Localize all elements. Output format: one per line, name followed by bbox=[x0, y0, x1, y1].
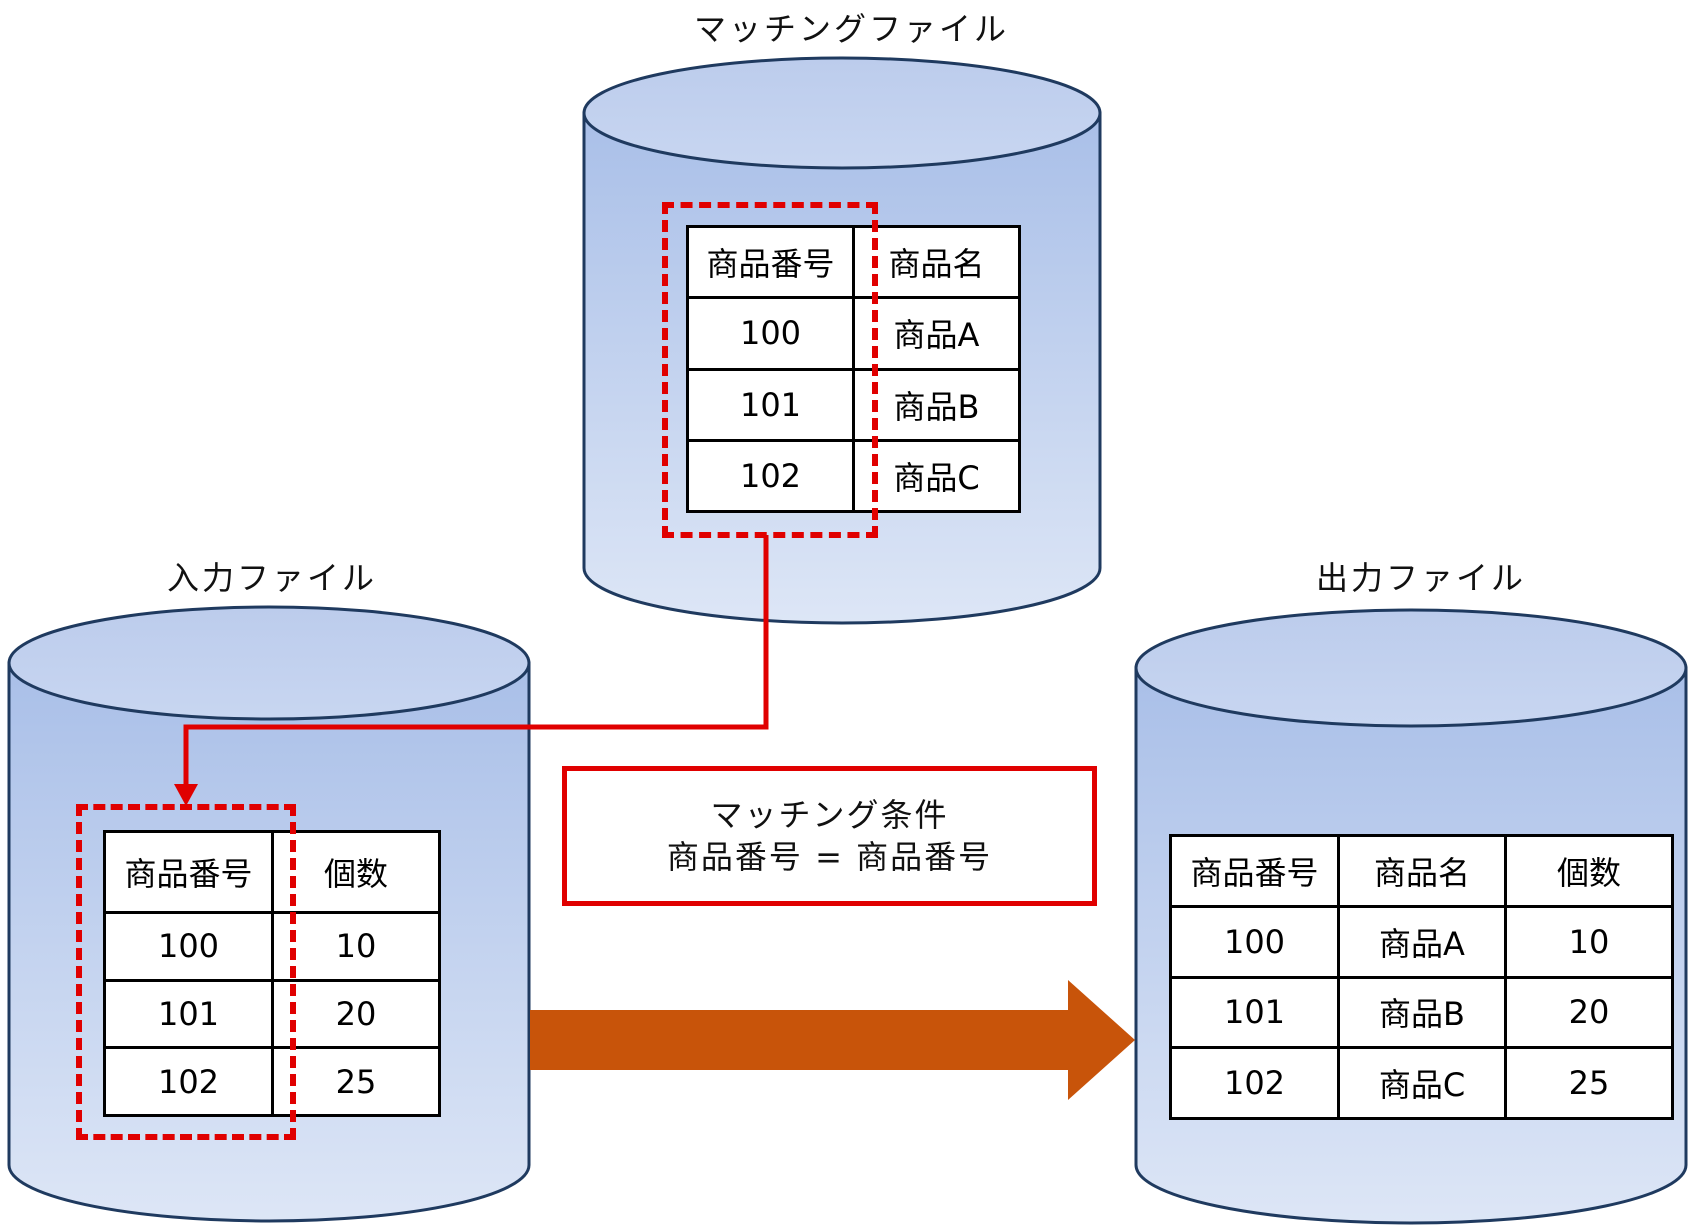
input-key-highlight bbox=[76, 804, 296, 1140]
table-cell: 25 bbox=[1504, 1046, 1674, 1120]
table-cell: 101 bbox=[103, 978, 274, 1050]
table-cell: 商品B bbox=[1337, 975, 1507, 1050]
table-cell: 商品B bbox=[852, 367, 1021, 442]
condition-title: マッチング条件 bbox=[710, 796, 949, 834]
matching-table: 商品番号 商品名 100 商品A 101 商品B 102 商品C bbox=[686, 224, 1021, 514]
header-cell: 商品名 bbox=[1337, 834, 1507, 908]
header-cell: 商品名 bbox=[852, 224, 1021, 300]
table-row: 101 20 bbox=[103, 978, 441, 1050]
table-row: 101 商品B bbox=[686, 367, 1021, 442]
table-cell: 100 bbox=[1169, 904, 1340, 979]
condition-expression: 商品番号 = 商品番号 bbox=[666, 838, 993, 876]
table-row: 100 10 bbox=[103, 910, 441, 982]
header-cell: 個数 bbox=[271, 830, 441, 914]
header-cell: 商品番号 bbox=[686, 224, 855, 300]
table-header-row: 商品番号 個数 bbox=[103, 830, 441, 914]
table-cell: 20 bbox=[1504, 975, 1674, 1050]
input-file-label: 入力ファイル bbox=[167, 559, 378, 597]
table-cell: 商品A bbox=[1337, 904, 1507, 979]
table-cell: 10 bbox=[271, 910, 441, 982]
table-row: 100 商品A 10 bbox=[1169, 904, 1674, 979]
input-table: 商品番号 個数 100 10 101 20 102 25 bbox=[103, 830, 441, 1117]
table-cell: 商品A bbox=[852, 296, 1021, 371]
table-row: 102 商品C 25 bbox=[1169, 1046, 1674, 1120]
matching-condition-box: マッチング条件 商品番号 = 商品番号 bbox=[562, 766, 1097, 906]
table-cell: 10 bbox=[1504, 904, 1674, 979]
table-cell: 25 bbox=[271, 1046, 441, 1117]
table-cell: 102 bbox=[686, 438, 855, 514]
header-cell: 個数 bbox=[1504, 834, 1674, 908]
table-row: 102 25 bbox=[103, 1046, 441, 1117]
table-cell: 商品C bbox=[852, 438, 1021, 514]
table-row: 101 商品B 20 bbox=[1169, 975, 1674, 1050]
match-connector-arrow bbox=[174, 535, 769, 806]
table-cell: 102 bbox=[103, 1046, 274, 1117]
table-header-row: 商品番号 商品名 個数 bbox=[1169, 834, 1674, 908]
output-file-label: 出力ファイル bbox=[1316, 559, 1527, 597]
header-cell: 商品番号 bbox=[1169, 834, 1340, 908]
table-cell: 102 bbox=[1169, 1046, 1340, 1120]
table-cell: 101 bbox=[1169, 975, 1340, 1050]
table-cell: 20 bbox=[271, 978, 441, 1050]
table-cell: 商品C bbox=[1337, 1046, 1507, 1120]
table-cell: 100 bbox=[686, 296, 855, 371]
matching-key-highlight bbox=[662, 202, 878, 538]
table-cell: 101 bbox=[686, 367, 855, 442]
matching-file-label: マッチングファイル bbox=[694, 10, 1010, 48]
header-cell: 商品番号 bbox=[103, 830, 274, 914]
table-row: 102 商品C bbox=[686, 438, 1021, 514]
output-table: 商品番号 商品名 個数 100 商品A 10 101 商品B 20 102 商品… bbox=[1169, 834, 1674, 1120]
flow-arrow bbox=[530, 980, 1135, 1100]
table-header-row: 商品番号 商品名 bbox=[686, 224, 1021, 300]
table-row: 100 商品A bbox=[686, 296, 1021, 371]
table-cell: 100 bbox=[103, 910, 274, 982]
